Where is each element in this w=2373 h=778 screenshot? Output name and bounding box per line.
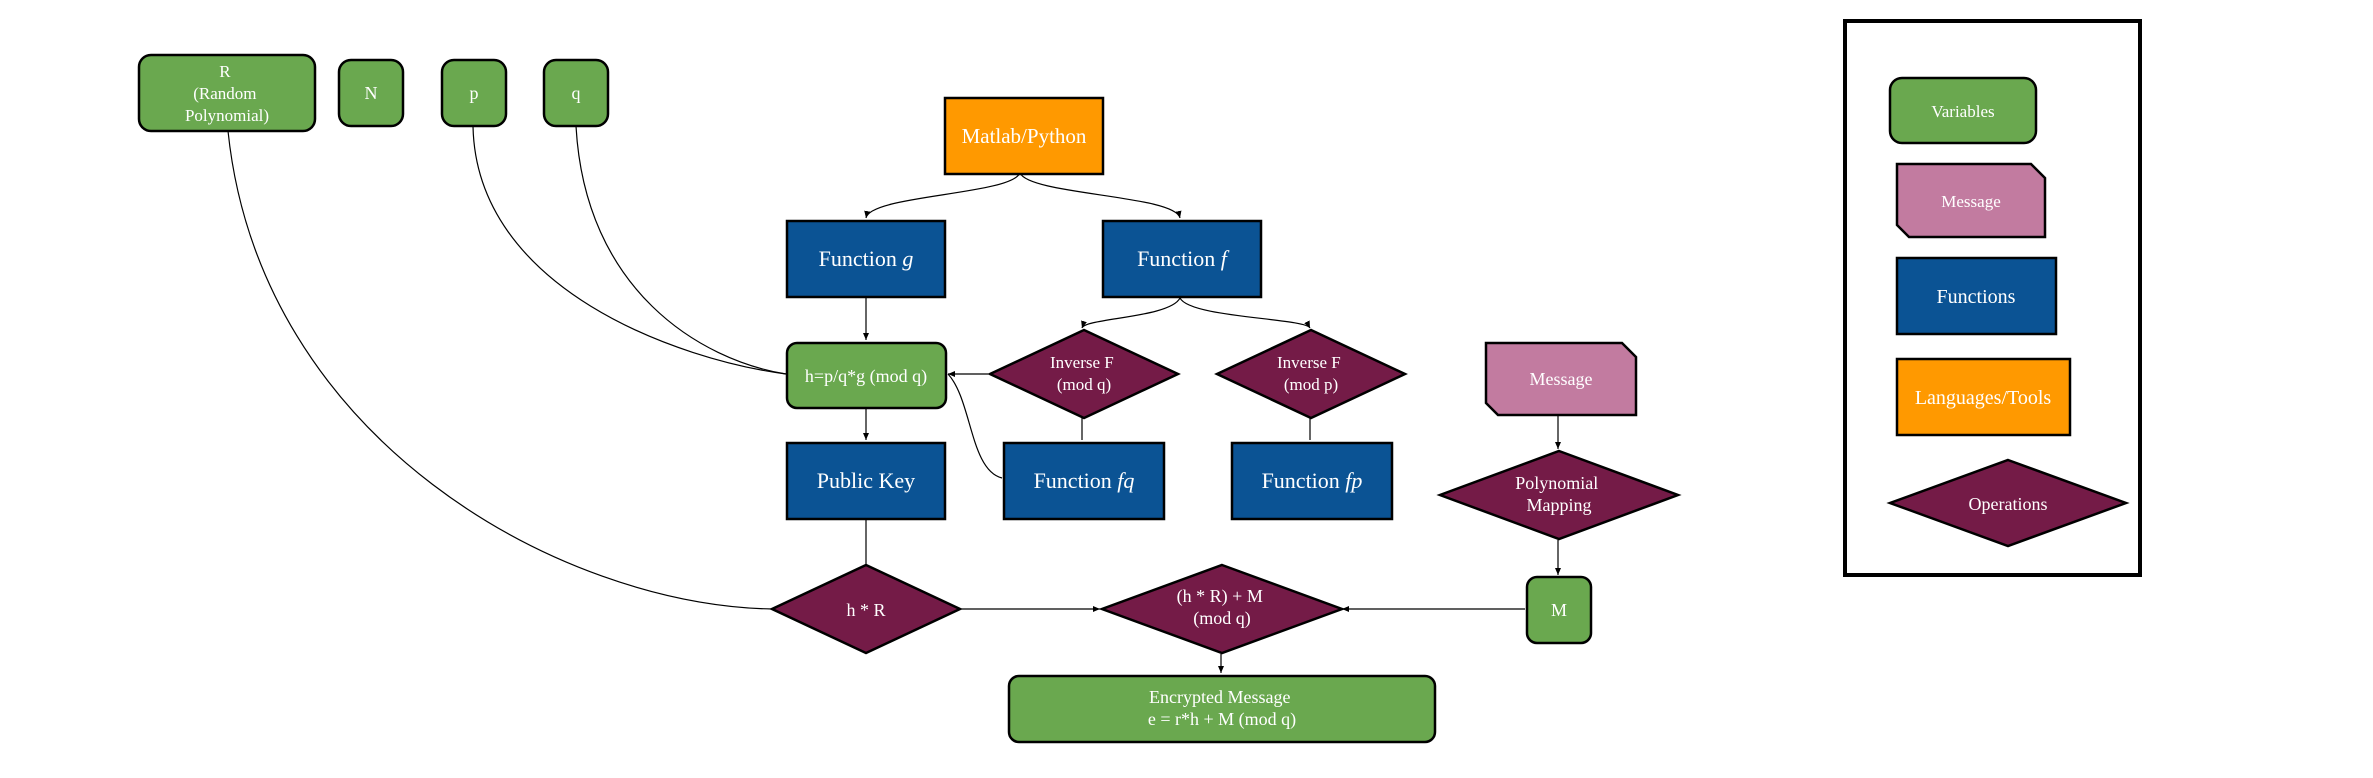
node-hr-plus-m: (h * R) + M (mod q) xyxy=(1098,563,1346,655)
svg-text:M: M xyxy=(1551,600,1567,620)
node-inverse-f-mod-q: Inverse F (mod q) xyxy=(987,328,1181,420)
svg-text:Languages/Tools: Languages/Tools xyxy=(1915,387,2052,409)
svg-text:Inverse F (mod q): Inverse F (mod q) xyxy=(1050,353,1118,394)
node-encrypted-message: Encrypted Message e = r*h + M (mod q) xyxy=(1007,674,1437,744)
svg-text:p: p xyxy=(470,83,479,103)
svg-text:R (Random Polynomi: R (Random Polynomial) xyxy=(185,62,269,125)
svg-text:Encrypted Message e = r*: Encrypted Message e = r*h + M (mod q) xyxy=(1148,687,1296,730)
edge-func-f-to-inv-fp xyxy=(1179,297,1311,329)
legend-languages-tools: Languages/Tools xyxy=(1895,357,2072,437)
edge-matlab-to-func-f xyxy=(1019,172,1182,219)
node-matlab-python: Matlab/Python xyxy=(943,96,1105,176)
svg-text:Function f: Function f xyxy=(1137,246,1230,271)
svg-text:Polynomial Mapping: Polynomial Mapping xyxy=(1515,473,1603,515)
node-p: p xyxy=(440,58,508,128)
node-m: M xyxy=(1525,575,1593,645)
node-h-equation: h=p/q*g (mod q) xyxy=(785,341,948,410)
node-message: Message xyxy=(1484,341,1638,417)
node-function-fq: Function fq xyxy=(1002,441,1166,521)
svg-text:h=p/q*g (mod q): h=p/q*g (mod q) xyxy=(805,366,927,387)
svg-text:Function fp: Function fp xyxy=(1262,468,1363,493)
legend-message: Message xyxy=(1895,162,2047,239)
svg-text:Operations: Operations xyxy=(1969,494,2048,514)
node-polynomial-mapping: Polynomial Mapping xyxy=(1436,449,1682,541)
svg-text:Function g: Function g xyxy=(819,246,914,271)
svg-text:Variables: Variables xyxy=(1931,102,1994,121)
svg-text:N: N xyxy=(365,83,378,103)
node-inverse-f-mod-p: Inverse F (mod p) xyxy=(1214,328,1408,420)
legend: Variables Message Functions Languages/To… xyxy=(1843,19,2142,577)
node-n: N xyxy=(337,58,405,128)
svg-text:(h * R) + M (mod q): (h * R) + M (mod q) xyxy=(1177,586,1268,629)
edge-r-to-hr xyxy=(227,130,773,610)
svg-text:Inverse F (mod p): Inverse F (mod p) xyxy=(1277,353,1345,394)
node-h-times-r: h * R xyxy=(769,563,963,655)
legend-functions: Functions xyxy=(1895,256,2058,336)
svg-text:Public Key: Public Key xyxy=(817,468,915,493)
edge-q-to-h xyxy=(575,125,787,375)
svg-text:h * R: h * R xyxy=(846,600,885,620)
node-function-g: Function g xyxy=(785,219,947,299)
svg-text:Matlab/Python: Matlab/Python xyxy=(962,124,1087,148)
svg-text:Functions: Functions xyxy=(1937,286,2016,308)
svg-text:q: q xyxy=(572,83,581,103)
node-q: q xyxy=(542,58,610,128)
legend-variables: Variables xyxy=(1888,76,2038,145)
edge-func-fq-to-h xyxy=(947,373,1003,479)
node-public-key: Public Key xyxy=(785,441,947,521)
node-function-f: Function f xyxy=(1101,219,1263,299)
edge-func-f-to-inv-fq xyxy=(1081,297,1181,329)
svg-text:Message: Message xyxy=(1530,369,1593,389)
edge-matlab-to-func-g xyxy=(864,172,1021,219)
legend-operations: Operations xyxy=(1886,458,2130,548)
node-function-fp: Function fp xyxy=(1230,441,1394,521)
svg-text:Function fq: Function fq xyxy=(1034,468,1135,493)
edges xyxy=(227,125,1561,673)
svg-text:Message: Message xyxy=(1941,192,2000,211)
edge-p-to-h xyxy=(472,125,787,375)
node-r: R (Random Polynomial) xyxy=(137,53,317,133)
